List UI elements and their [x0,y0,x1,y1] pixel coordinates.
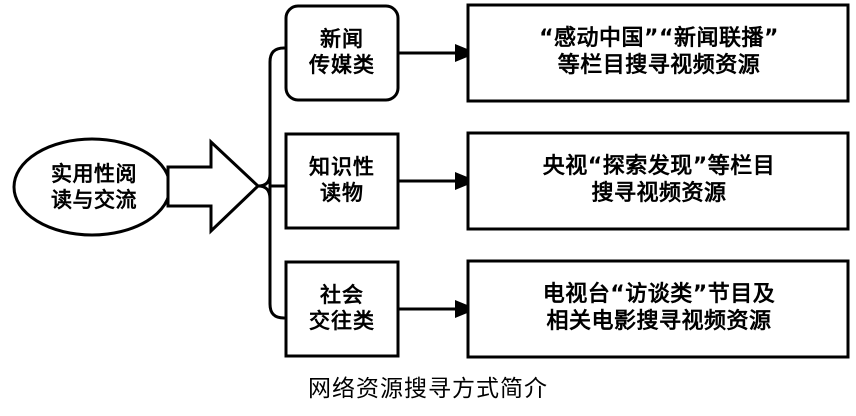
description-box-1 [466,3,850,103]
block-arrow-shape [166,138,261,235]
brace-group [256,46,288,320]
connector-arrow-3 [398,300,477,318]
description-box-3 [466,259,850,359]
connector-arrow-1 [398,44,477,62]
source-ellipse [12,137,172,237]
diagram-caption: 网络资源搜寻方式简介 [308,376,548,402]
brace-lower [256,184,286,320]
connector-arrow-2 [398,172,477,190]
category-box-2 [284,132,400,230]
description-box-2 [466,131,850,231]
category-box-3 [284,260,400,358]
brace-upper [256,46,286,188]
category-box-1 [284,4,400,102]
